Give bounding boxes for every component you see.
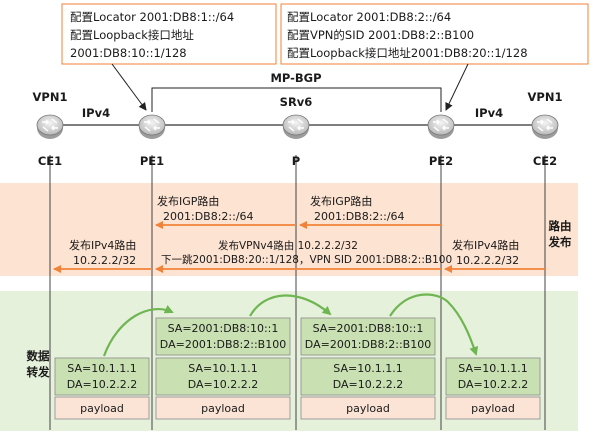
pkt3-outer-da: DA=2001:DB8:2::B100 xyxy=(305,338,431,351)
pe1-config-pointer xyxy=(111,63,147,111)
node-vertical-lines xyxy=(49,155,546,430)
igp-p-line2: 2001:DB8:2::/64 xyxy=(163,210,254,223)
p-label: P xyxy=(292,154,300,168)
pe1-label: PE1 xyxy=(140,154,164,168)
vpn1-right-label: VPN1 xyxy=(528,90,563,104)
mp-bgp-link: MP-BGP xyxy=(151,71,442,112)
pkt2-sa: SA=10.1.1.1 xyxy=(188,362,257,375)
vpnv4-line1: 发布VPNv4路由 10.2.2.2/32 xyxy=(218,239,358,252)
igp-pe2-line2: 2001:DB8:2::/64 xyxy=(314,210,405,223)
pe1-router-icon xyxy=(138,114,166,139)
routing-section-label-2: 发布 xyxy=(548,235,572,249)
pkt3-outer-sa: SA=2001:DB8:10::1 xyxy=(313,322,424,335)
p-router-icon xyxy=(282,114,310,139)
pkt4-payload: payload xyxy=(471,402,515,415)
pe2-config-line3: 配置Loopback接口地址2001:DB8:20::1/128 xyxy=(287,46,528,60)
pe2-config-line2: 配置VPN的SID 2001:DB8:2::B100 xyxy=(287,28,474,42)
pkt1-sa: SA=10.1.1.1 xyxy=(67,362,136,375)
igp-pe2-line1: 发布IGP路由 xyxy=(310,194,372,208)
pe1-config-line2: 配置Loopback接口地址 xyxy=(70,28,194,42)
routing-section-label-1: 路由 xyxy=(549,219,572,233)
pkt3-sa: SA=10.1.1.1 xyxy=(333,362,402,375)
pkt1-payload: payload xyxy=(80,402,124,415)
ce2-router-icon xyxy=(531,114,559,139)
ipv4-ce2-line1: 发布IPv4路由 xyxy=(452,238,519,252)
ipv4-pe1-line2: 10.2.2.2/32 xyxy=(73,254,136,267)
forwarding-section-label-1: 数据 xyxy=(27,349,50,363)
pe1-config-box: 配置Locator 2001:DB8:1::/64 配置Loopback接口地址… xyxy=(61,3,277,65)
pkt2-payload: payload xyxy=(201,402,245,415)
ipv4-left-label: IPv4 xyxy=(82,106,110,120)
igp-p-line1: 发布IGP路由 xyxy=(157,194,219,208)
pe1-config-line1: 配置Locator 2001:DB8:1::/64 xyxy=(70,10,234,24)
vpnv4-line2: 下一跳2001:DB8:20::1/128，VPN SID 2001:DB8:2… xyxy=(161,253,452,266)
ce2-label: CE2 xyxy=(533,154,557,168)
pkt3-payload: payload xyxy=(346,402,390,415)
ce1-router-icon xyxy=(36,114,64,139)
pkt2-outer-da: DA=2001:DB8:2::B100 xyxy=(160,338,286,351)
ipv4-ce2-line2: 10.2.2.2/32 xyxy=(456,254,519,267)
pkt2-da: DA=10.2.2.2 xyxy=(188,378,259,391)
pe2-config-pointer xyxy=(445,63,469,111)
srv6-label: SRv6 xyxy=(280,95,313,109)
pkt4-sa: SA=10.1.1.1 xyxy=(458,362,527,375)
forwarding-flow-curves xyxy=(102,293,479,357)
vpn1-left-label: VPN1 xyxy=(33,90,68,104)
pkt4-da: DA=10.2.2.2 xyxy=(458,378,529,391)
packet-pe2-ce2: SA=10.1.1.1 DA=10.2.2.2 payload xyxy=(445,357,541,420)
packet-pe1-p: SA=2001:DB8:10::1 DA=2001:DB8:2::B100 SA… xyxy=(155,317,291,420)
pkt1-da: DA=10.2.2.2 xyxy=(67,378,138,391)
pkt3-da: DA=10.2.2.2 xyxy=(333,378,404,391)
mp-bgp-label: MP-BGP xyxy=(270,71,321,85)
ce1-label: CE1 xyxy=(38,154,62,168)
ipv4-pe1-line1: 发布IPv4路由 xyxy=(69,238,136,252)
pe2-router-icon xyxy=(427,114,455,139)
routing-band xyxy=(0,183,578,276)
packet-ce1-pe1: SA=10.1.1.1 DA=10.2.2.2 payload xyxy=(54,357,150,420)
pe1-config-line3: 2001:DB8:10::1/128 xyxy=(70,46,187,60)
pe2-config-box: 配置Locator 2001:DB8:2::/64 配置VPN的SID 2001… xyxy=(280,3,589,65)
pe2-label: PE2 xyxy=(429,154,453,168)
forwarding-section-label-2: 转发 xyxy=(27,365,50,379)
ipv4-right-label: IPv4 xyxy=(475,106,503,120)
routers xyxy=(36,114,559,139)
pe2-config-line1: 配置Locator 2001:DB8:2::/64 xyxy=(287,10,451,24)
packet-p-pe2: SA=2001:DB8:10::1 DA=2001:DB8:2::B100 SA… xyxy=(300,317,436,420)
pkt2-outer-sa: SA=2001:DB8:10::1 xyxy=(168,322,279,335)
